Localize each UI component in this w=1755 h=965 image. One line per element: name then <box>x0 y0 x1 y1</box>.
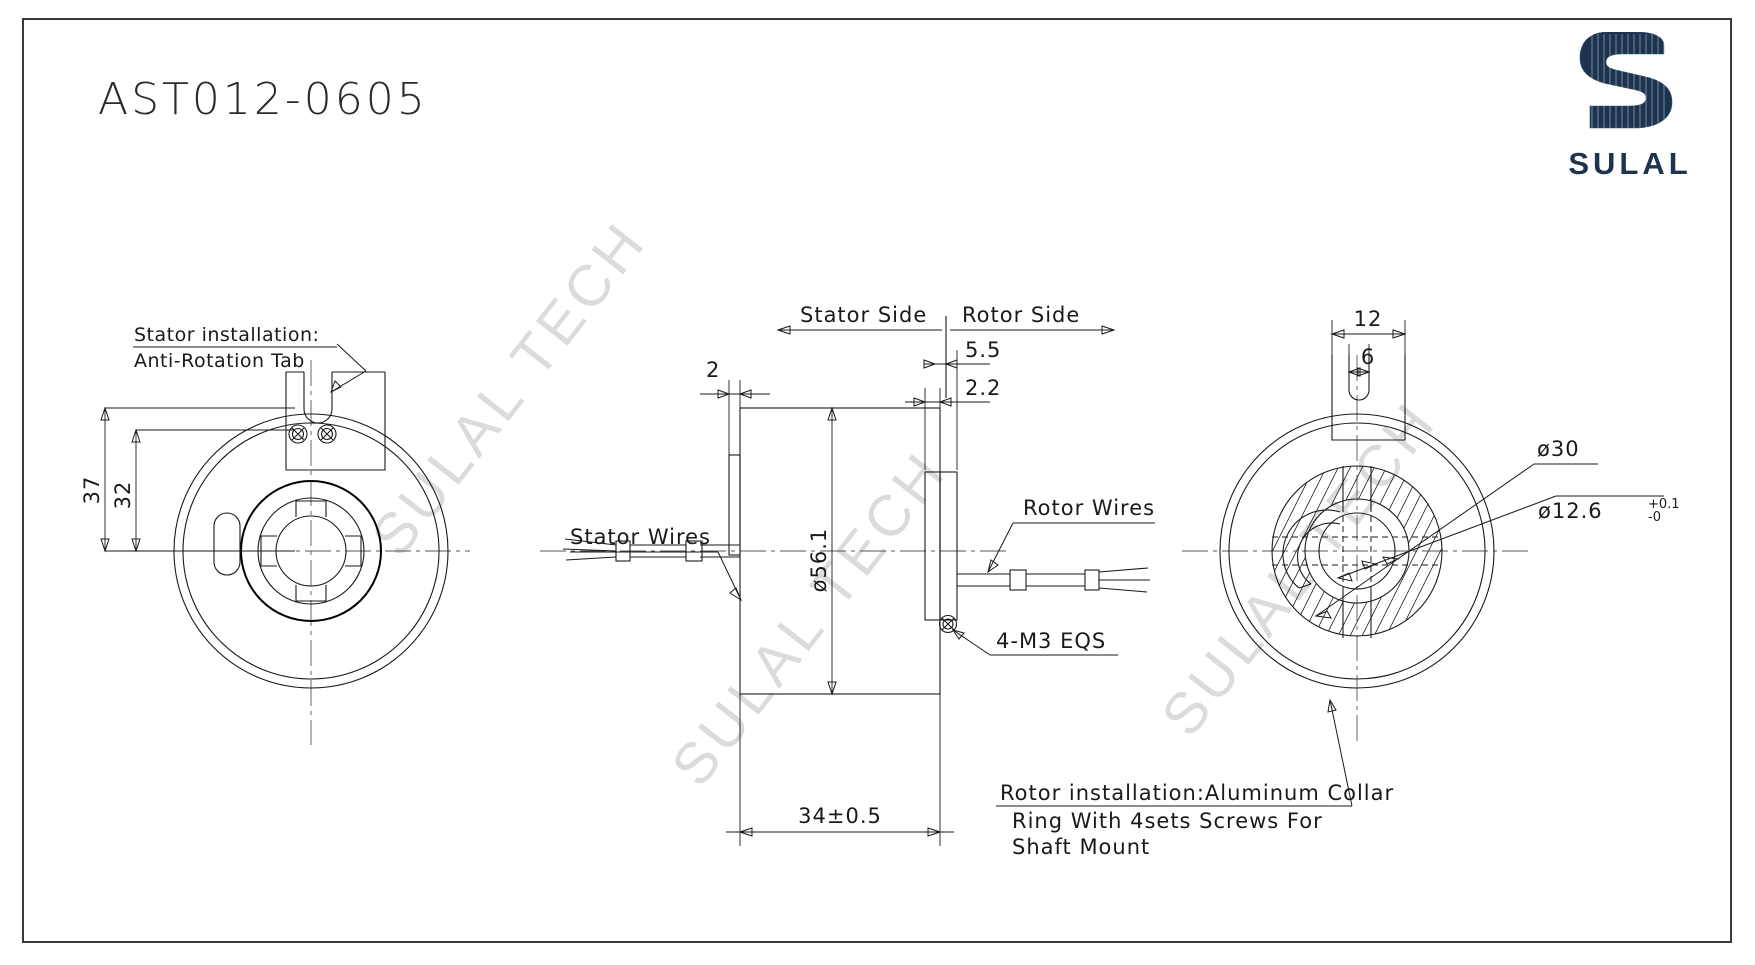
watermark: SULAL TECH <box>659 439 959 798</box>
dimension-label: ø56.1 <box>807 528 831 593</box>
stator-side-label: Stator Side <box>800 303 927 327</box>
rotor-end-view: 12 6 ø30 <box>996 307 1680 859</box>
side-direction-indicators: Stator Side Rotor Side <box>776 303 1116 398</box>
watermark-group: SULAL TECH SULAL TECH SULAL TECH <box>359 209 1449 798</box>
inner-body-circle <box>1228 422 1486 680</box>
note-line-1: Stator installation: <box>134 324 319 346</box>
screw-spec-note: 4-M3 EQS <box>951 629 1118 656</box>
tab-screw-right <box>317 424 337 444</box>
rotor-wires-note: Rotor Wires <box>987 496 1155 574</box>
stator-wires-label: Stator Wires <box>570 525 711 549</box>
tab-screw-left <box>288 424 308 444</box>
dimension-2: 2 <box>700 358 770 460</box>
rotor-install-note: Rotor installation:Aluminum Collar Ring … <box>996 698 1394 859</box>
key-slot-right <box>345 535 362 567</box>
key-slot-bottom <box>295 585 327 602</box>
screw-spec-label: 4-M3 EQS <box>996 629 1106 653</box>
dimension-diameter-12-6: ø12.6 +0.1 -0 <box>1336 495 1680 582</box>
note-line-2: Anti-Rotation Tab <box>134 350 305 372</box>
collar-slot-arc-inner <box>1297 522 1341 585</box>
anti-rotation-tab-slot <box>303 372 333 424</box>
anti-rotation-tab-slot <box>1348 355 1370 401</box>
rotor-wires-group <box>957 567 1150 593</box>
collar-ring-outer <box>1271 465 1443 637</box>
page-title: AST012-0605 <box>98 74 428 125</box>
rotor-screw <box>938 614 958 634</box>
brand-name: SULAL <box>1568 146 1692 181</box>
dimension-label: 12 <box>1354 307 1383 331</box>
dimension-label: 37 <box>80 476 104 505</box>
rotor-wires-label: Rotor Wires <box>1023 496 1155 520</box>
dimension-diameter-56-1: ø56.1 <box>740 406 838 696</box>
stator-end-view: Stator installation: Anti-Rotation Tab 3… <box>80 324 470 745</box>
sheet-border <box>22 18 1732 943</box>
shaft-bore-circle <box>1318 512 1396 590</box>
note-line-3: Shaft Mount <box>1012 835 1150 859</box>
note-line-2: Ring With 4sets Screws For <box>1012 809 1323 833</box>
dimension-label: 2 <box>706 358 720 382</box>
rotor-collar <box>924 471 941 621</box>
stator-wires-note: Stator Wires <box>570 525 743 602</box>
dimension-5-5: 5.5 <box>923 338 1001 470</box>
side-section-view: Stator Side Rotor Side Stator Wires Roto… <box>540 303 1155 846</box>
dimension-label: 32 <box>111 481 135 510</box>
collar-slot-end <box>1298 583 1312 589</box>
brand-logo: SULAL <box>1545 32 1715 182</box>
outer-body-circle <box>1219 413 1495 689</box>
dimension-label: ø12.6 <box>1538 499 1603 523</box>
dimension-label: 5.5 <box>965 338 1001 362</box>
dimension-37: 37 <box>80 406 295 553</box>
tolerance-upper: +0.1 <box>1648 497 1680 512</box>
tolerance-lower: -0 <box>1648 510 1661 525</box>
rotor-side-label: Rotor Side <box>962 303 1080 327</box>
dimension-34: 34±0.5 <box>726 694 954 846</box>
stator-flange <box>728 454 741 556</box>
dimension-label: 34±0.5 <box>798 804 882 828</box>
dimension-diameter-30: ø30 <box>1314 437 1598 619</box>
keyway-hidden-lines <box>1272 466 1442 638</box>
collar-slot-arc-outer <box>1282 509 1341 589</box>
sulal-s-logo-icon <box>1579 32 1673 129</box>
watermark: SULAL TECH <box>359 209 659 568</box>
dimension-2-2: 2.2 <box>905 376 1001 470</box>
dimension-label: 2.2 <box>965 376 1001 400</box>
dimension-6: 6 <box>1347 344 1375 377</box>
dimension-label: 6 <box>1361 345 1375 369</box>
dimension-12: 12 <box>1330 307 1407 358</box>
anti-rotation-tab-body <box>285 372 386 471</box>
dimension-label: ø30 <box>1537 437 1580 461</box>
key-slot-top <box>295 500 327 517</box>
oblong-slot <box>213 512 241 576</box>
dimension-32: 32 <box>111 428 295 553</box>
stator-install-note: Stator installation: Anti-Rotation Tab <box>133 324 367 394</box>
note-line-1: Rotor installation:Aluminum Collar <box>1000 781 1394 805</box>
anti-rotation-tab-body <box>1331 355 1406 441</box>
stator-wires-group <box>562 538 740 562</box>
